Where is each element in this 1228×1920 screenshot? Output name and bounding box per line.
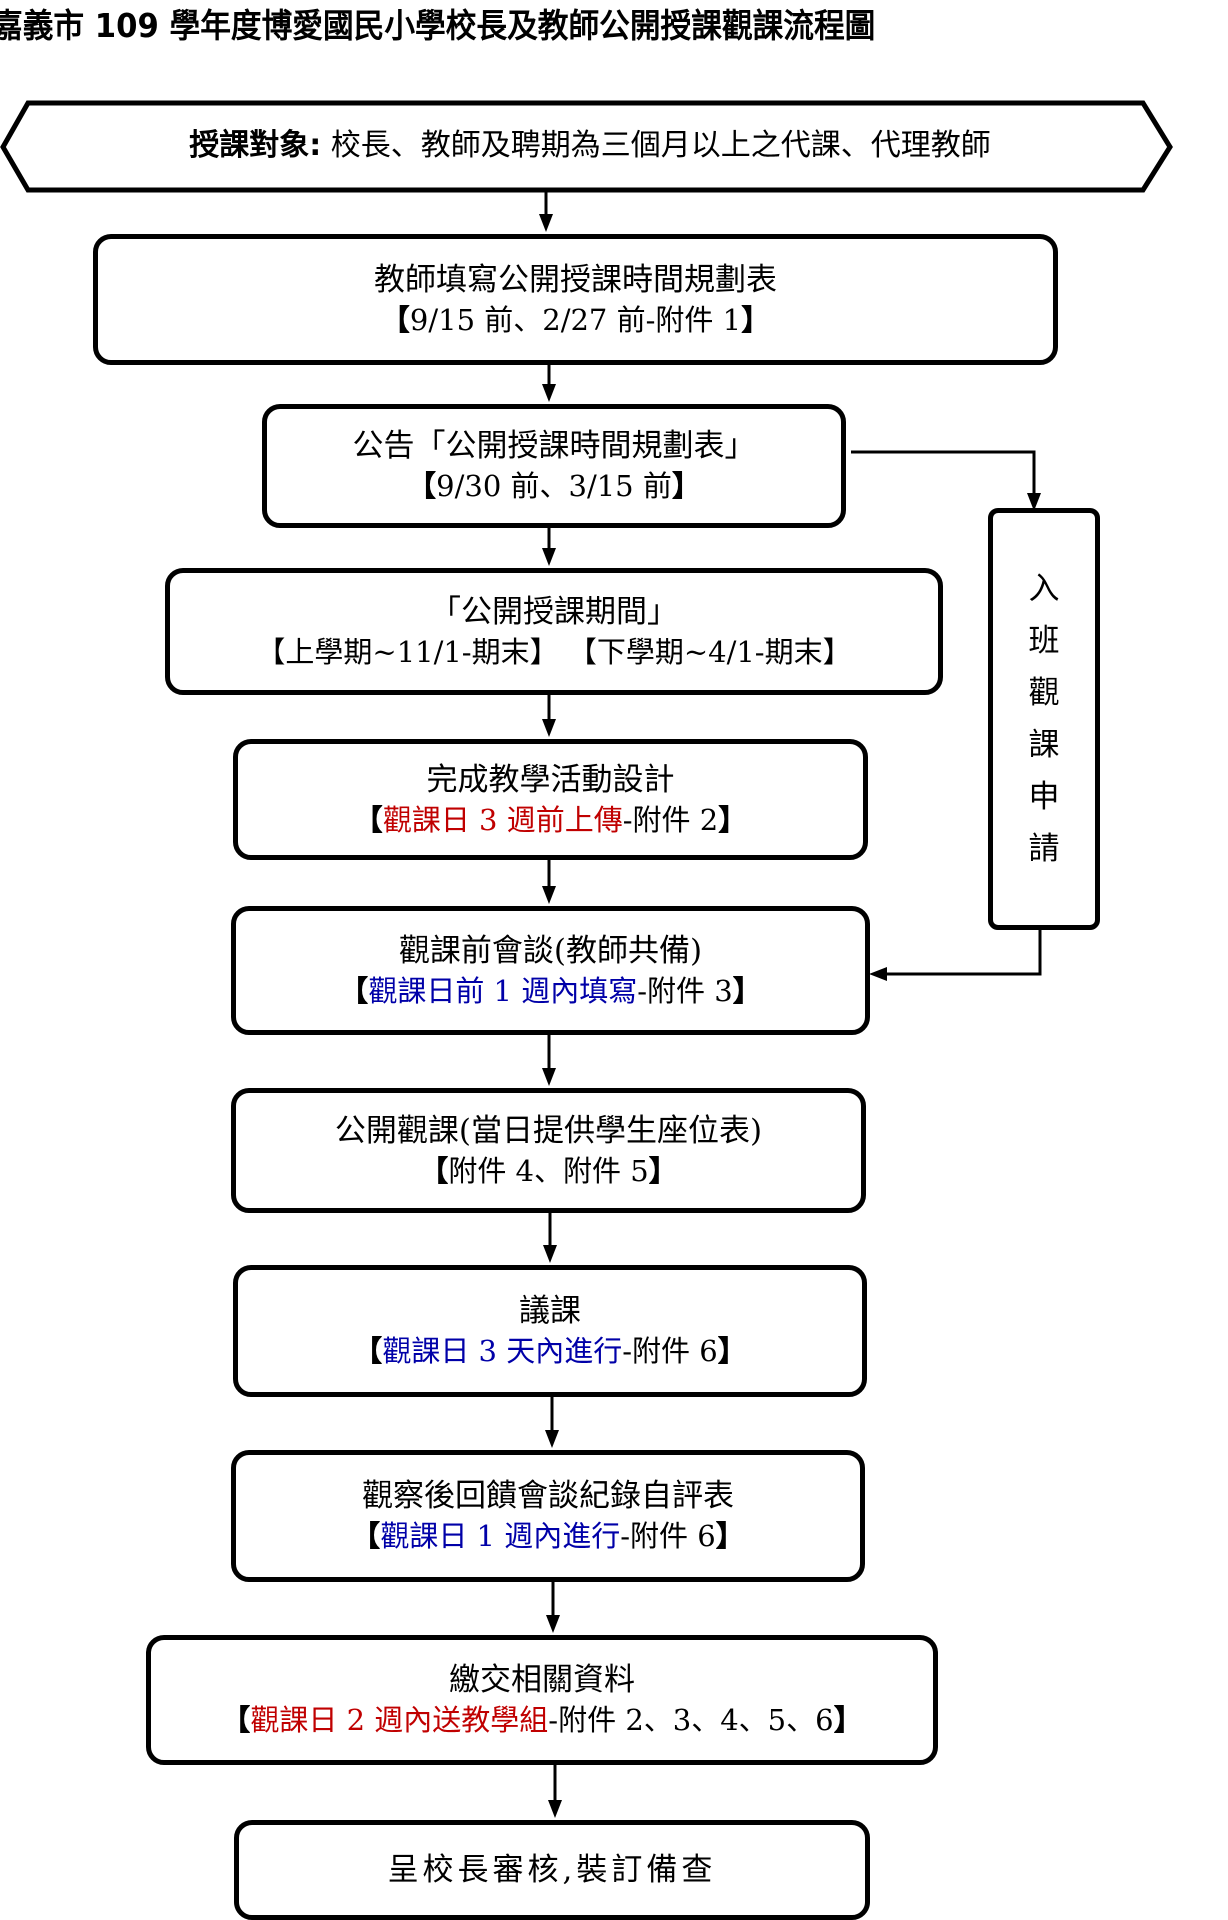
step-detail: 【觀課日前 1 週內填寫-附件 3】 xyxy=(339,971,761,1011)
bracket-close: 】 xyxy=(833,1703,863,1737)
step-detail: 【附件 4、附件 5】 xyxy=(419,1151,677,1191)
deadline-text: 觀課日 2 週內送教學組 xyxy=(250,1703,549,1737)
bracket-open: 【 xyxy=(407,469,437,503)
target-label: 授課對象: xyxy=(189,128,322,163)
arrowhead xyxy=(545,1430,559,1448)
step-detail: 【9/30 前、3/15 前】 xyxy=(407,466,701,506)
attachment-text: 附件 4、附件 5 xyxy=(448,1153,649,1188)
arrowhead xyxy=(542,384,556,402)
bracket-close: 】 xyxy=(718,802,748,837)
side-box-char: 請 xyxy=(1028,831,1060,867)
attachment-text: -附件 6 xyxy=(622,1334,718,1368)
deadline-text: 觀課日 3 週前上傳 xyxy=(382,802,623,837)
step-title: 觀察後回饋會談紀錄自評表 xyxy=(362,1478,734,1514)
side-box-char: 入 xyxy=(1028,571,1060,607)
bracket-close: 】 xyxy=(715,1519,745,1553)
arrowhead xyxy=(542,1068,556,1086)
bracket-open: 【 xyxy=(380,302,410,337)
target-text: 校長、教師及聘期為三個月以上之代課、代理教師 xyxy=(330,128,991,163)
connector-step2-sidebox xyxy=(851,450,1036,495)
attachment-text: -附件 3 xyxy=(637,973,733,1008)
arrowhead xyxy=(542,886,556,904)
step-detail: 【觀課日 2 週內送教學組-附件 2、3、4、5、6】 xyxy=(221,1700,862,1740)
bracket-open: 【 xyxy=(351,1519,381,1553)
connector-sidebox-step5 xyxy=(885,930,1042,976)
step-9-box: 繳交相關資料 【觀課日 2 週內送教學組-附件 2、3、4、5、6】 xyxy=(146,1635,938,1765)
arrowhead xyxy=(1027,493,1041,511)
step-title: 呈校長審核,裝訂備查 xyxy=(387,1852,717,1888)
step-title: 「公開授課期間」 xyxy=(430,593,678,630)
arrowhead xyxy=(543,1245,557,1263)
attachment-text: -附件 2 xyxy=(622,802,719,837)
step-1-box: 教師填寫公開授課時間規劃表 【9/15 前、2/27 前-附件 1】 xyxy=(93,234,1058,365)
arrowhead xyxy=(542,719,556,737)
bracket-open: 【 xyxy=(339,973,369,1008)
deadline-text: 觀課日前 1 週內填寫 xyxy=(368,973,638,1008)
attachment-text: -附件 2、3、4、5、6 xyxy=(548,1703,834,1737)
step-7-box: 議課 【觀課日 3 天內進行-附件 6】 xyxy=(233,1265,867,1397)
attachment-text: -附件 6 xyxy=(620,1519,716,1553)
bracket-close: 】 xyxy=(717,1334,747,1368)
detail-text: 9/15 前、2/27 前-附件 1 xyxy=(409,302,742,337)
bracket-close: 】 xyxy=(648,1153,678,1188)
step-detail: 【觀課日 1 週內進行-附件 6】 xyxy=(351,1516,744,1556)
page-title: 嘉義市 109 學年度博愛國民小學校長及教師公開授課觀課流程圖 xyxy=(0,6,876,45)
step-detail: 【9/15 前、2/27 前-附件 1】 xyxy=(381,300,770,340)
arrowhead xyxy=(869,967,887,981)
arrowhead xyxy=(539,214,553,232)
arrowhead xyxy=(542,548,556,566)
step-5-box: 觀課前會談(教師共備) 【觀課日前 1 週內填寫-附件 3】 xyxy=(231,906,870,1035)
target-audience: 授課對象: 校長、教師及聘期為三個月以上之代課、代理教師 xyxy=(0,126,1180,166)
deadline-text: 觀課日 3 天內進行 xyxy=(382,1334,623,1368)
step-title: 教師填寫公開授課時間規劃表 xyxy=(374,261,777,298)
step-8-box: 觀察後回饋會談紀錄自評表 【觀課日 1 週內進行-附件 6】 xyxy=(231,1450,865,1582)
step-6-box: 公開觀課(當日提供學生座位表) 【附件 4、附件 5】 xyxy=(231,1088,866,1213)
step-3-box: 「公開授課期間」 【上學期~11/1-期末】 【下學期~4/1-期末】 xyxy=(165,568,943,695)
bracket-close: 】 xyxy=(741,302,771,337)
step-4-box: 完成教學活動設計 【觀課日 3 週前上傳-附件 2】 xyxy=(233,739,868,860)
arrowhead xyxy=(546,1615,560,1633)
step-title: 完成教學活動設計 xyxy=(426,761,675,798)
target-hexagon xyxy=(0,100,1173,193)
bracket-open: 【 xyxy=(353,1334,383,1368)
bracket-close: 】 xyxy=(671,469,701,503)
detail-text: 9/30 前、3/15 前 xyxy=(436,469,672,503)
side-box-char: 班 xyxy=(1028,623,1060,659)
deadline-text: 觀課日 1 週內進行 xyxy=(380,1519,621,1553)
side-box-char: 觀 xyxy=(1028,675,1060,711)
bracket-open: 【 xyxy=(353,802,383,837)
step-title: 觀課前會談(教師共備) xyxy=(398,932,703,969)
step-title: 公開觀課(當日提供學生座位表) xyxy=(334,1112,763,1149)
bracket-close: 】 xyxy=(732,973,762,1008)
side-box-char: 申 xyxy=(1028,779,1060,815)
bracket-open: 【 xyxy=(419,1153,449,1188)
step-2-box: 公告「公開授課時間規劃表」 【9/30 前、3/15 前】 xyxy=(262,404,846,528)
step-detail: 【觀課日 3 週前上傳-附件 2】 xyxy=(354,800,747,840)
arrowhead xyxy=(548,1800,562,1818)
step-detail: 【觀課日 3 天內進行-附件 6】 xyxy=(353,1331,746,1371)
bracket-open: 【 xyxy=(221,1703,251,1737)
step-title: 公告「公開授課時間規劃表」 xyxy=(352,428,756,464)
step-10-box: 呈校長審核,裝訂備查 xyxy=(234,1820,870,1920)
side-box-char: 課 xyxy=(1028,727,1060,763)
step-title: 繳交相關資料 xyxy=(449,1662,635,1698)
step-detail: 【上學期~11/1-期末】 【下學期~4/1-期末】 xyxy=(256,634,852,669)
class-observation-request-box: 入班觀課申請 xyxy=(988,508,1100,930)
step-title: 議課 xyxy=(519,1293,581,1329)
